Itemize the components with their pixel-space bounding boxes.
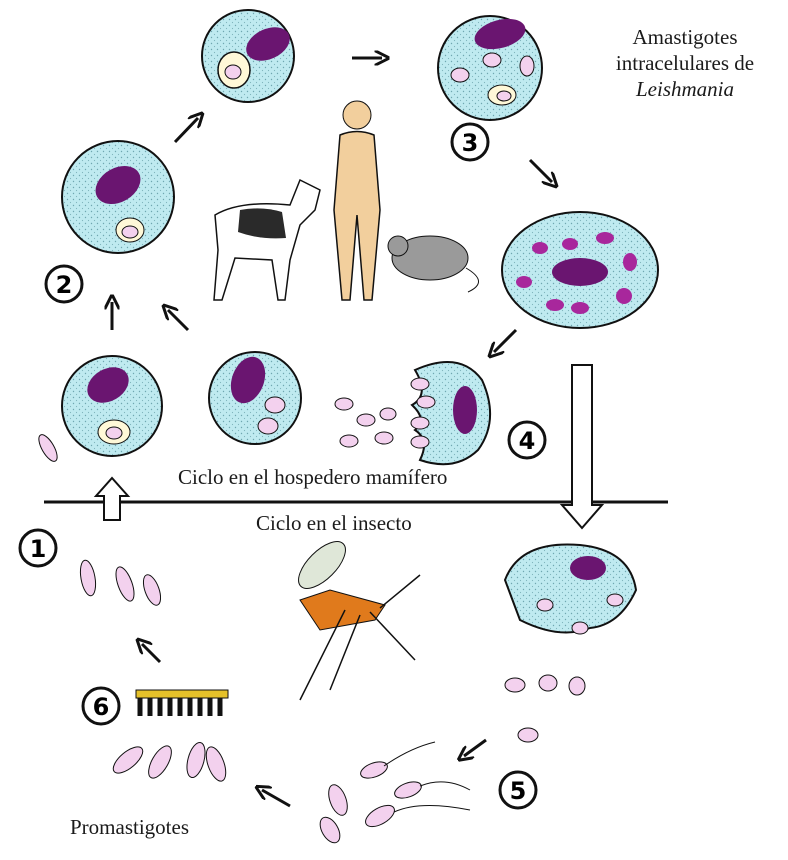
midgut-microvilli [136, 690, 228, 716]
step-5-marker: 5 [500, 772, 536, 808]
step-3-label: 3 [462, 129, 479, 157]
step-1-marker: 1 [20, 530, 56, 566]
mammal-cycle-label: Ciclo en el hospedero mamífero [178, 465, 447, 490]
step-1-label: 1 [30, 535, 47, 563]
promastigotes-label: Promastigotes [70, 815, 189, 840]
free-amastigotes [505, 675, 585, 742]
released-amastigotes [335, 398, 396, 447]
macrophage-cell-c [62, 141, 174, 253]
promastigotes-elongating [316, 742, 470, 846]
step-4-marker: 4 [509, 422, 545, 458]
step-6-marker: 6 [83, 688, 119, 724]
promastigotes-attached [109, 741, 230, 784]
amastigotes-caption-line3: Leishmania [590, 76, 780, 102]
sandfly-icon [291, 534, 420, 700]
amastigotes-caption: Amastigotes intracelulares de Leishmania [590, 24, 780, 102]
macrophage-cell-e [62, 356, 162, 456]
ingestion-hollow-arrow [562, 365, 602, 528]
metacyclic-promastigotes [35, 432, 164, 607]
step-5-label: 5 [510, 777, 527, 805]
step-6-label: 6 [93, 693, 110, 721]
step-4-label: 4 [519, 427, 536, 455]
macrophage-cell-f [209, 352, 301, 444]
macrophage-cell-b [438, 14, 542, 120]
insect-cycle-label: Ciclo en el insecto [256, 511, 412, 536]
amastigotes-caption-line1: Amastigotes [590, 24, 780, 50]
macrophage-cell-a [202, 10, 295, 102]
step-2-label: 2 [56, 271, 73, 299]
ingested-macrophage [505, 544, 636, 634]
rat-icon [388, 236, 479, 292]
inoculation-hollow-arrow [96, 478, 128, 520]
step-2-marker: 2 [46, 266, 82, 302]
macrophage-cell-d [502, 212, 658, 328]
macrophage-cell-bursting [411, 362, 490, 464]
dog-icon [214, 180, 320, 300]
step-3-marker: 3 [452, 124, 488, 160]
human-icon [334, 101, 380, 300]
amastigotes-caption-line2: intracelulares de [590, 50, 780, 76]
